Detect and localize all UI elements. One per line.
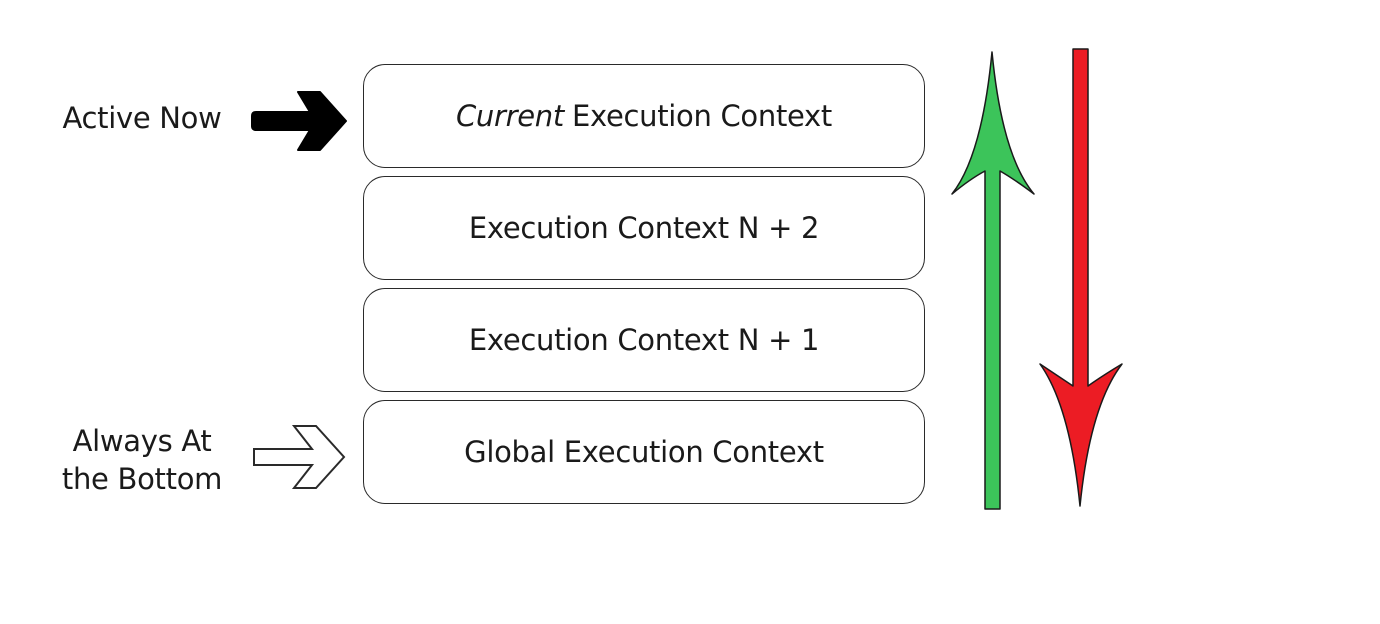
current-emphasis-text: Current [455,99,564,133]
execution-context-n-plus-1-box: Execution Context N + 1 [363,288,925,392]
current-execution-context-box: Current Execution Context [363,64,925,168]
red-down-arrow-icon [1039,48,1123,507]
active-now-text: Active Now [62,101,222,135]
execution-context-n-plus-1-text: Execution Context N + 1 [468,323,820,357]
global-execution-context-text: Global Execution Context [464,435,824,469]
execution-context-n-plus-2-text: Execution Context N + 2 [468,211,820,245]
current-context-text: Execution Context [571,99,832,133]
execution-context-n-plus-2-box: Execution Context N + 2 [363,176,925,280]
global-execution-context-box: Global Execution Context [363,400,925,504]
solid-right-arrow-icon [251,91,347,151]
outline-right-arrow-icon [253,425,346,489]
always-at-bottom-line-1: Always At [72,424,212,458]
always-at-bottom-label: Always At the Bottom [52,422,232,498]
execution-stack: Current Execution Context Execution Cont… [363,64,925,512]
green-up-arrow-icon [951,51,1035,510]
active-now-label: Active Now [52,99,232,137]
always-at-bottom-line-2: the Bottom [61,462,223,496]
